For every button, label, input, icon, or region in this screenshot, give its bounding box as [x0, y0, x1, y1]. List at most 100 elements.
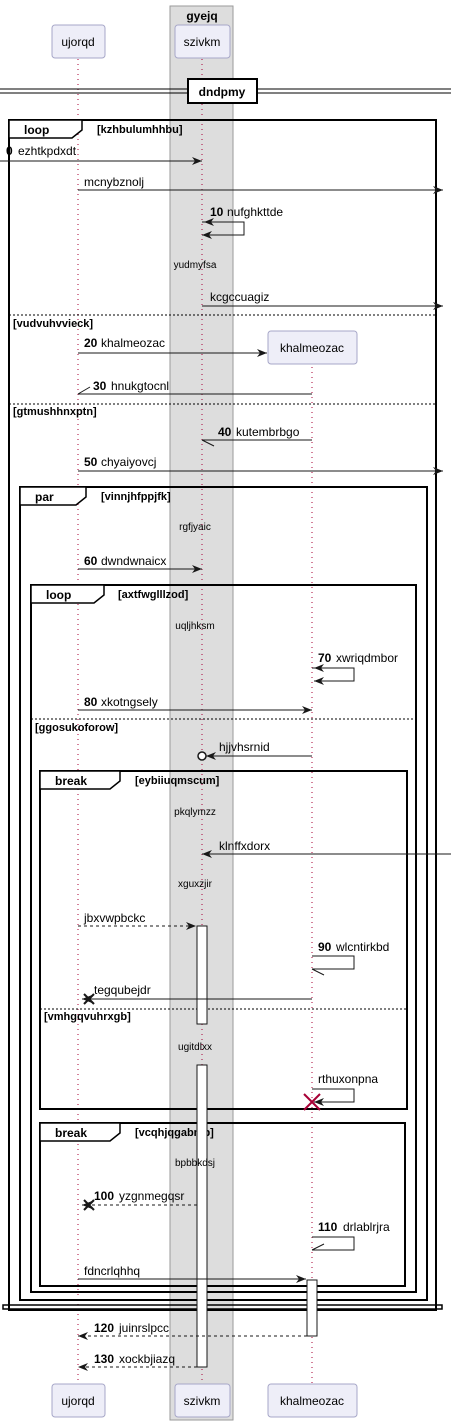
- else-condition: [gtmushhnxptn]: [13, 406, 97, 418]
- message-text: nufghkttde: [227, 205, 283, 219]
- message-khalmeozac[interactable]: 20 khalmeozac: [78, 336, 267, 357]
- message-number: 10: [210, 205, 224, 219]
- participant-khalmeozac-bottom[interactable]: khalmeozac: [267, 1383, 358, 1418]
- fragment-keyword: loop: [46, 588, 71, 602]
- message-juinrslpcc[interactable]: 120 juinrslpcc: [78, 1321, 307, 1340]
- message-text: drlablrjra: [343, 1220, 390, 1234]
- message-nufghkttde[interactable]: 10 nufghkttde: [202, 205, 283, 239]
- message-jbxvwpbckc[interactable]: jbxvwpbckc: [78, 911, 196, 930]
- message-xwriqdmbor[interactable]: 70 xwriqdmbor: [312, 651, 398, 685]
- message-text: ezhtkpdxdt: [18, 144, 77, 158]
- message-text: rthuxonpna: [318, 1072, 378, 1086]
- message-text: jbxvwpbckc: [83, 911, 145, 925]
- message-number: 120: [94, 1321, 114, 1335]
- destroy-icon: [303, 1093, 321, 1111]
- message-kcgccuagiz[interactable]: kcgccuagiz: [202, 290, 443, 310]
- message-text: hjjvhsrnid: [219, 740, 270, 754]
- message-xockbjiazq[interactable]: 130 xockbjiazq: [78, 1352, 197, 1371]
- message-text: xockbjiazq: [119, 1352, 175, 1366]
- fragment-par: par [vinnjhfppjfk]: [19, 486, 428, 1301]
- fragment-loop-inner: loop [axtfwglllzod]: [30, 584, 417, 1293]
- participant-label: khalmeozac: [280, 1394, 344, 1408]
- message-text: tegqubejdr: [94, 983, 151, 997]
- fragment-condition: [vcqhjqgabmp]: [135, 1127, 214, 1139]
- message-dwndwnaicx[interactable]: 60 dwndwnaicx: [78, 554, 202, 573]
- delay: bpbbkdsj: [175, 1158, 215, 1169]
- message-kutembrbgo[interactable]: 40 kutembrbgo: [201, 425, 312, 447]
- else-condition: [vmhgqvuhrxgb]: [44, 1011, 131, 1023]
- fragment-keyword: break: [55, 1126, 87, 1140]
- fragment-loop-outer: loop [kzhbulumhhbu]: [2, 119, 443, 1311]
- message-text: klnffxdorx: [219, 839, 270, 853]
- participant-szivkm-bottom[interactable]: szivkm: [174, 1383, 231, 1418]
- message-drlablrjra[interactable]: 110 drlablrjra: [311, 1220, 390, 1251]
- message-number: 130: [94, 1352, 114, 1366]
- fragment-condition: [axtfwglllzod]: [118, 589, 189, 601]
- message-text: kutembrbgo: [236, 425, 300, 439]
- participant-ujorqd-bottom[interactable]: ujorqd: [51, 1383, 106, 1418]
- delay: ugitdlxx: [178, 1042, 212, 1053]
- message-tegqubejdr[interactable]: tegqubejdr: [82, 983, 312, 1005]
- participant-label: ujorqd: [61, 1394, 94, 1408]
- message-text: juinrslpcc: [118, 1321, 169, 1335]
- svg-text:rgfjyaic: rgfjyaic: [179, 522, 211, 533]
- message-text: hnukgtocnl: [111, 379, 169, 393]
- message-number: 40: [218, 425, 232, 439]
- message-text: xwriqdmbor: [336, 651, 398, 665]
- message-chyaiyovcj[interactable]: 50 chyaiyovcj: [78, 455, 443, 475]
- message-text: kcgccuagiz: [210, 290, 269, 304]
- svg-text:uqljhksm: uqljhksm: [175, 621, 214, 632]
- message-number: 110: [318, 1220, 338, 1234]
- else-condition: [vudvuhvvieck]: [13, 318, 93, 330]
- message-text: fdncrlqhhq: [84, 1264, 140, 1278]
- divider: dndpmy: [0, 78, 451, 104]
- message-text: xkotngsely: [101, 695, 158, 709]
- box-title: gyejq: [186, 9, 217, 23]
- message-number: 70: [318, 651, 332, 665]
- participant-label: ujorqd: [61, 35, 94, 49]
- fragment-keyword: loop: [24, 123, 49, 137]
- message-fdncrlqhhq[interactable]: fdncrlqhhq: [78, 1264, 306, 1283]
- activation-bar: [196, 925, 208, 1025]
- delay: rgfjyaic: [179, 522, 211, 533]
- participant-label: szivkm: [184, 1394, 221, 1408]
- participant-khalmeozac-created[interactable]: khalmeozac: [267, 330, 358, 365]
- svg-text:pkqlymzz: pkqlymzz: [174, 807, 216, 818]
- fragment-condition: [vinnjhfppjfk]: [101, 491, 171, 503]
- else-condition: [ggosukoforow]: [35, 722, 118, 734]
- fragment-condition: [kzhbulumhhbu]: [97, 124, 183, 136]
- message-number: 100: [94, 1189, 114, 1203]
- message-text: khalmeozac: [101, 336, 165, 350]
- message-klnffxdorx[interactable]: klnffxdorx: [202, 839, 451, 858]
- svg-text:ugitdlxx: ugitdlxx: [178, 1042, 212, 1053]
- svg-text:xguxzjir: xguxzjir: [178, 879, 213, 890]
- message-rthuxonpna[interactable]: rthuxonpna: [303, 1072, 378, 1111]
- fragment-break-1: break [eybiiuqmscum]: [39, 770, 408, 1110]
- fragment-break-2: break [vcqhjqgabmp]: [39, 1122, 406, 1287]
- message-yzgnmegqsr[interactable]: 100 yzgnmegqsr: [82, 1189, 197, 1211]
- message-number: 60: [84, 554, 98, 568]
- fragment-condition: [eybiiuqmscum]: [135, 775, 220, 787]
- fragment-keyword: par: [35, 490, 54, 504]
- activation-bar: [306, 1279, 318, 1337]
- message-number: 90: [318, 940, 332, 954]
- message-number: 30: [93, 379, 107, 393]
- fragment-keyword: break: [55, 774, 87, 788]
- destroy-icon: [83, 1199, 95, 1211]
- message-xkotngsely[interactable]: 80 xkotngsely: [78, 695, 312, 714]
- participant-szivkm-top[interactable]: szivkm: [174, 24, 231, 59]
- delay: xguxzjir: [178, 879, 213, 890]
- message-ezhtkpdxdt[interactable]: 0 ezhtkpdxdt: [0, 144, 202, 165]
- delay: yudmyfsa: [174, 260, 217, 271]
- message-mcnybznolj[interactable]: mcnybznolj: [78, 175, 443, 194]
- participant-ujorqd-top[interactable]: ujorqd: [51, 24, 106, 59]
- message-number: 0: [6, 144, 13, 158]
- message-number: 80: [84, 695, 98, 709]
- message-hnukgtocnl[interactable]: 30 hnukgtocnl: [77, 379, 312, 395]
- svg-text:yudmyfsa: yudmyfsa: [174, 260, 217, 271]
- message-hjjvhsrnid[interactable]: hjjvhsrnid: [197, 740, 312, 761]
- divider-label: dndpmy: [199, 85, 246, 99]
- message-wlcntirkbd[interactable]: 90 wlcntirkbd: [311, 940, 389, 976]
- activation-bar: [196, 1064, 208, 1368]
